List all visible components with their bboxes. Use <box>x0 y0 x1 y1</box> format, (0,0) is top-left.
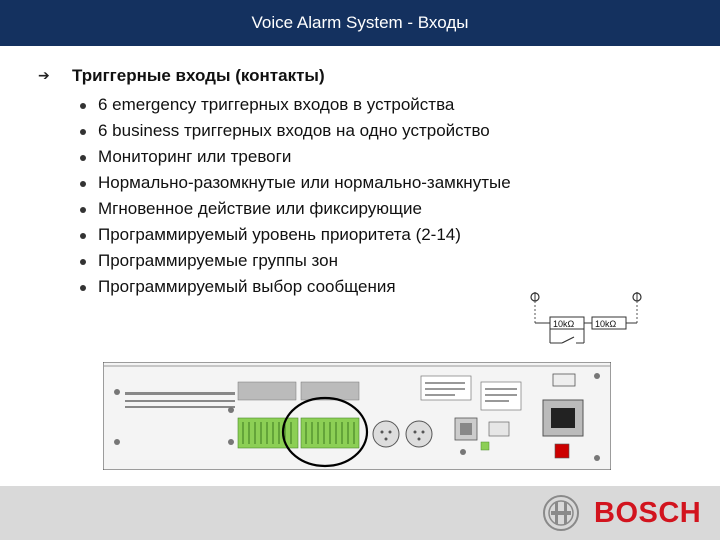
bullet-dot-icon <box>80 207 86 213</box>
trigger-circuit-schematic: 10kΩ 10kΩ <box>530 292 642 344</box>
trigger-inputs-highlight <box>281 396 369 468</box>
bullet-item: Нормально-разомкнутые или нормально-замк… <box>80 170 511 196</box>
bullet-dot-icon <box>80 285 86 291</box>
bullet-dot-icon <box>80 155 86 161</box>
bullet-dot-icon <box>80 181 86 187</box>
section-heading: Триггерные входы (контакты) <box>72 66 325 85</box>
bullet-text: 6 business триггерных входов на одно уст… <box>98 121 490 140</box>
bullet-text: Программируемый уровень приоритета (2-14… <box>98 225 461 244</box>
bosch-armature-logo-icon <box>543 495 579 531</box>
bullet-item: 6 business триггерных входов на одно уст… <box>80 118 511 144</box>
bullet-item: Программируемые группы зон <box>80 248 511 274</box>
bullet-item: Мониторинг или тревоги <box>80 144 511 170</box>
bullet-text: Программируемый выбор сообщения <box>98 277 396 296</box>
title-bar: Voice Alarm System - Входы <box>0 0 720 46</box>
bullet-text: 6 emergency триггерных входов в устройст… <box>98 95 455 114</box>
bullet-dot-icon <box>80 233 86 239</box>
resistor-2-label: 10kΩ <box>595 319 617 329</box>
slide-title: Voice Alarm System - Входы <box>251 13 469 32</box>
heading-row: ➔ Триггерные входы (контакты) <box>38 66 325 86</box>
bullet-item: Программируемый выбор сообщения <box>80 274 511 300</box>
bullet-list: 6 emergency триггерных входов в устройст… <box>80 92 511 300</box>
rear-panel-illustration <box>103 362 611 470</box>
bullet-dot-icon <box>80 259 86 265</box>
footer-bar <box>0 486 720 540</box>
bullet-item: 6 emergency триггерных входов в устройст… <box>80 92 511 118</box>
resistor-1-label: 10kΩ <box>553 319 575 329</box>
brand-logo-text: BOSCH <box>594 497 702 529</box>
bullet-text: Программируемые группы зон <box>98 251 338 270</box>
bullet-item: Программируемый уровень приоритета (2-14… <box>80 222 511 248</box>
switch-contact-icon <box>561 336 575 344</box>
bullet-text: Мгновенное действие или фиксирующие <box>98 199 422 218</box>
bullet-dot-icon <box>80 103 86 109</box>
arrow-bullet-icon: ➔ <box>38 68 50 84</box>
bullet-text: Нормально-разомкнутые или нормально-замк… <box>98 173 511 192</box>
bullet-dot-icon <box>80 129 86 135</box>
bullet-text: Мониторинг или тревоги <box>98 147 292 166</box>
bullet-item: Мгновенное действие или фиксирующие <box>80 196 511 222</box>
